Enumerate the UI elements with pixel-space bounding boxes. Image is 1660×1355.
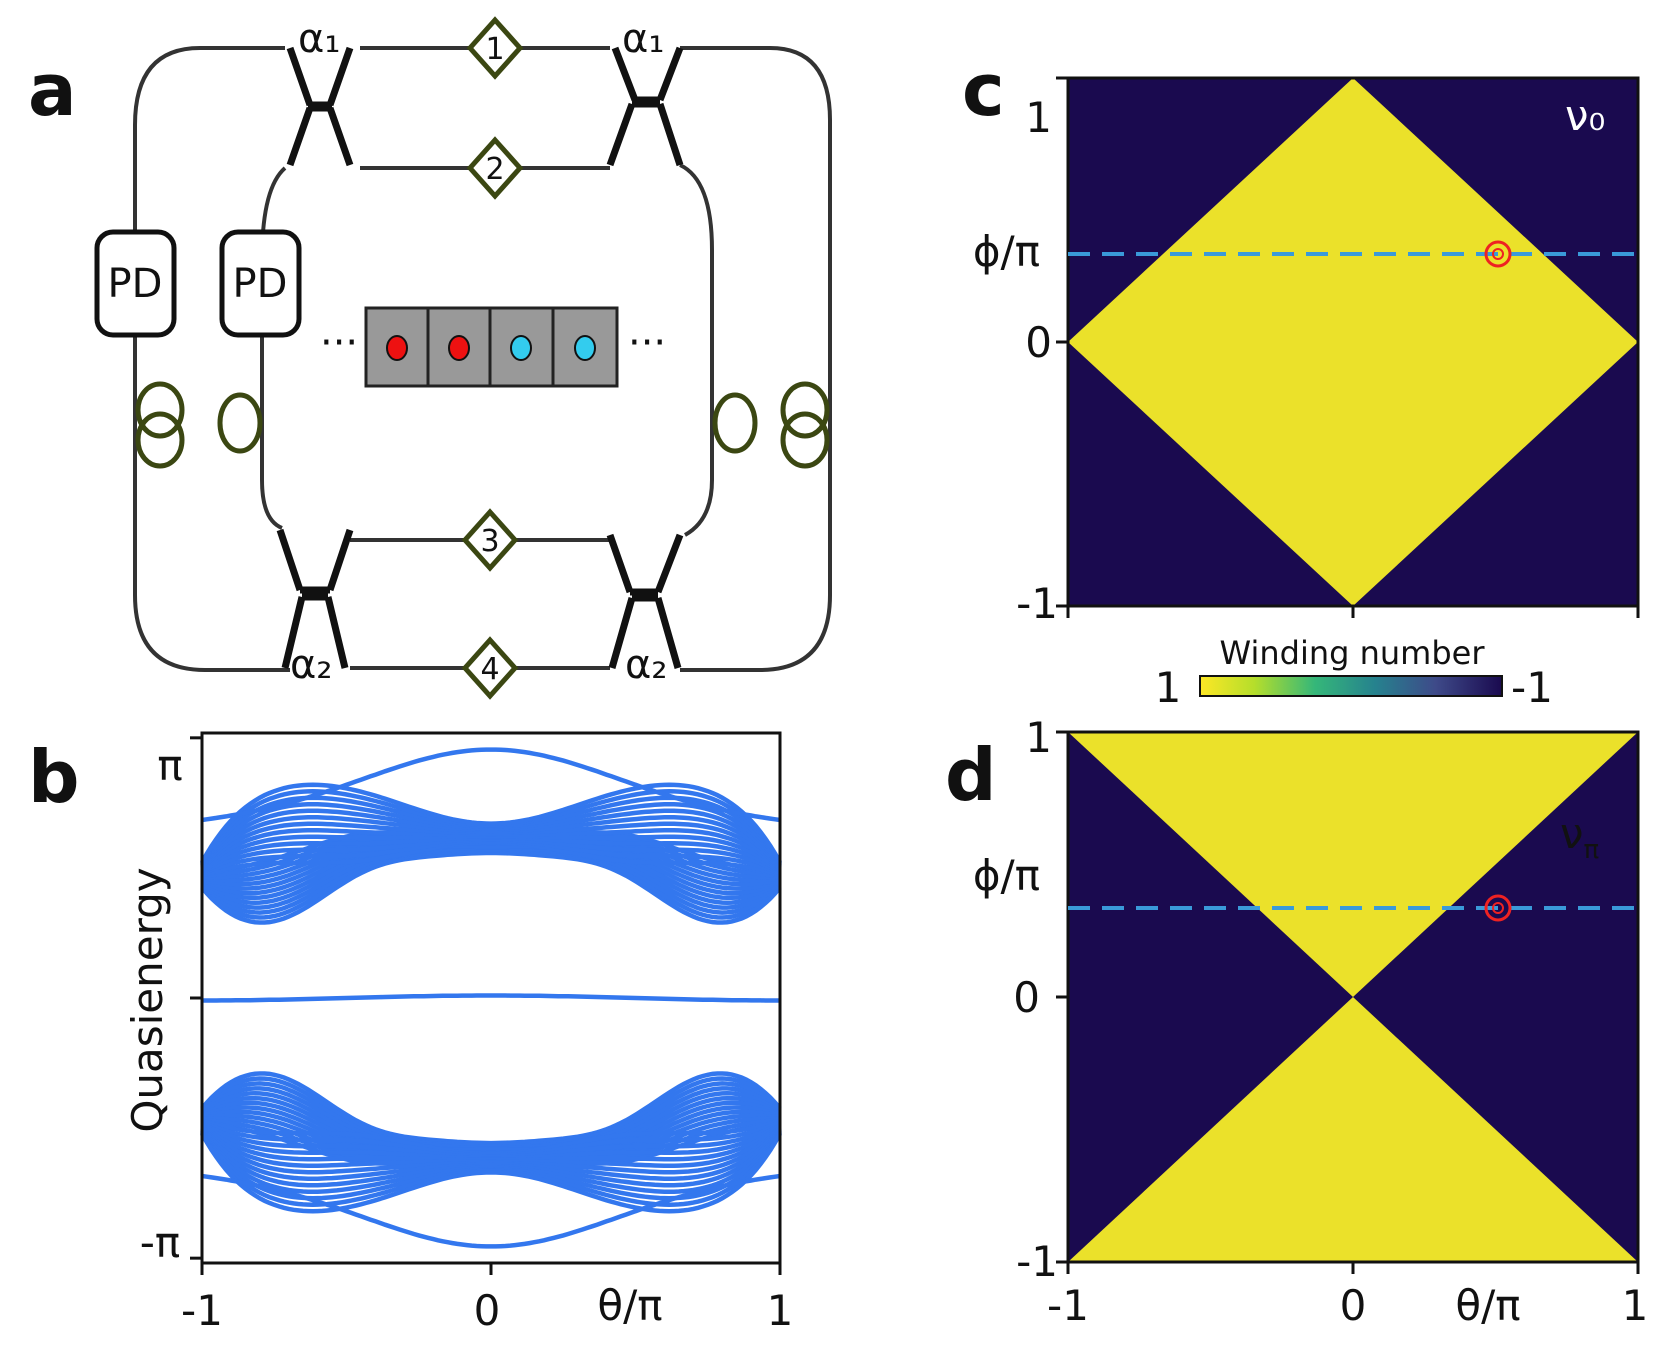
d-label-nu-sub: π (1583, 835, 1599, 865)
c-ytick-minus1: -1 (1016, 579, 1058, 628)
b-xlabel: θ/π (597, 1281, 662, 1330)
coupler-top-left (286, 46, 354, 167)
panel-label-a: a (28, 48, 77, 132)
b-ytick-pi: π (157, 741, 182, 790)
phase-label-2: 2 (485, 152, 504, 187)
band-line (201, 1173, 781, 1249)
b-xtick-minus1: -1 (181, 1286, 223, 1335)
coupler-label-tl: α₁ (298, 16, 340, 62)
colorbar-gradient (1199, 675, 1503, 697)
pd-label-inner: PD (233, 261, 288, 307)
band-line (201, 747, 781, 823)
d-region-plus1-bottom (1068, 997, 1638, 1262)
band-line (200, 1132, 782, 1214)
band-lines (200, 747, 782, 1249)
b-ylabel: Quasienergy (123, 867, 172, 1132)
coupler-top-right (606, 46, 684, 167)
coupler-bottom-right (606, 533, 684, 669)
phase-modulator-3: 3 (461, 508, 519, 572)
b-tick-marks (190, 736, 782, 1275)
c-ylabel: ϕ/π (973, 227, 1040, 276)
d-xtick-minus1: -1 (1047, 1281, 1089, 1330)
ring-outer-left-a (135, 381, 185, 439)
ring-outer-right-b (780, 411, 830, 469)
colorbar-max: -1 (1511, 663, 1553, 712)
coupler-label-tr: α₁ (622, 16, 664, 62)
b-xtick-0: 0 (474, 1286, 501, 1335)
phase-modulator-1: 1 (466, 16, 524, 80)
colorbar-title: Winding number (1220, 634, 1486, 672)
c-ytick-0: 0 (1025, 318, 1052, 367)
pd-label-outer: PD (108, 261, 163, 307)
chart-b: b π -π -1 0 1 θ/π Quasienergy (28, 731, 794, 1335)
coupler-label-br: α₂ (625, 642, 667, 688)
phase-modulator-2: 2 (466, 136, 524, 200)
b-xtick-1: 1 (767, 1286, 794, 1335)
d-region-plus1-top (1068, 732, 1638, 997)
band-line (200, 782, 782, 864)
c-tick-marks (1056, 76, 1640, 618)
ring-outer-right-a (780, 381, 830, 439)
b-ytick-minus-pi: -π (140, 1218, 180, 1267)
lattice-site-3 (510, 335, 532, 361)
d-tick-marks (1056, 730, 1640, 1274)
colorbar-min: 1 (1155, 663, 1182, 712)
schematic-a: a α₁ α₁ α₂ α₂ 1 (28, 16, 832, 700)
c-region-plus1 (1068, 78, 1638, 606)
ring-inner-right (712, 392, 758, 454)
lattice-site-2 (448, 335, 470, 361)
phase-label-4: 4 (480, 652, 499, 687)
phase-modulator-4: 4 (461, 636, 519, 700)
d-label-nu-base: ν (1560, 809, 1583, 858)
lattice: ··· ··· (320, 306, 666, 388)
d-ytick-minus1: -1 (1016, 1237, 1058, 1286)
chart-d: d 1 0 -1 ϕ/π -1 0 1 θ/π νπ (945, 713, 1648, 1330)
photodetector-inner: PD (219, 229, 302, 338)
coupler-label-bl: α₂ (290, 642, 332, 688)
d-ytick-0: 0 (1013, 973, 1040, 1022)
lattice-site-4 (574, 335, 596, 361)
ring-outer-left-b (135, 411, 185, 469)
fiber-rings (135, 381, 830, 469)
photodetector-outer: PD (94, 229, 177, 338)
d-xtick-0: 0 (1340, 1281, 1367, 1330)
c-marker (1484, 240, 1512, 268)
ellipsis-left: ··· (320, 320, 358, 366)
d-ytick-1: 1 (1025, 713, 1052, 762)
d-label-nu: νπ (1560, 809, 1599, 865)
c-ytick-1: 1 (1025, 93, 1052, 142)
band-line (202, 993, 780, 1003)
coupler-bottom-left (276, 528, 354, 669)
d-xtick-1: 1 (1622, 1281, 1649, 1330)
ring-inner-left (217, 392, 263, 454)
chart-c: c 1 0 -1 ϕ/π ν₀ (962, 48, 1640, 628)
d-ylabel: ϕ/π (973, 851, 1040, 900)
ellipsis-right: ··· (628, 320, 666, 366)
colorbar: Winding number 1 -1 (1155, 634, 1553, 712)
panel-label-b: b (28, 735, 80, 819)
phase-label-1: 1 (485, 32, 504, 67)
d-marker (1484, 894, 1512, 922)
phase-label-3: 3 (480, 524, 499, 559)
c-label-nu0: ν₀ (1565, 91, 1605, 140)
outer-waveguide (133, 46, 832, 672)
lattice-site-1 (386, 335, 408, 361)
panel-label-d: d (945, 733, 997, 817)
panel-label-c: c (962, 48, 1005, 132)
d-xlabel: θ/π (1455, 1281, 1520, 1330)
